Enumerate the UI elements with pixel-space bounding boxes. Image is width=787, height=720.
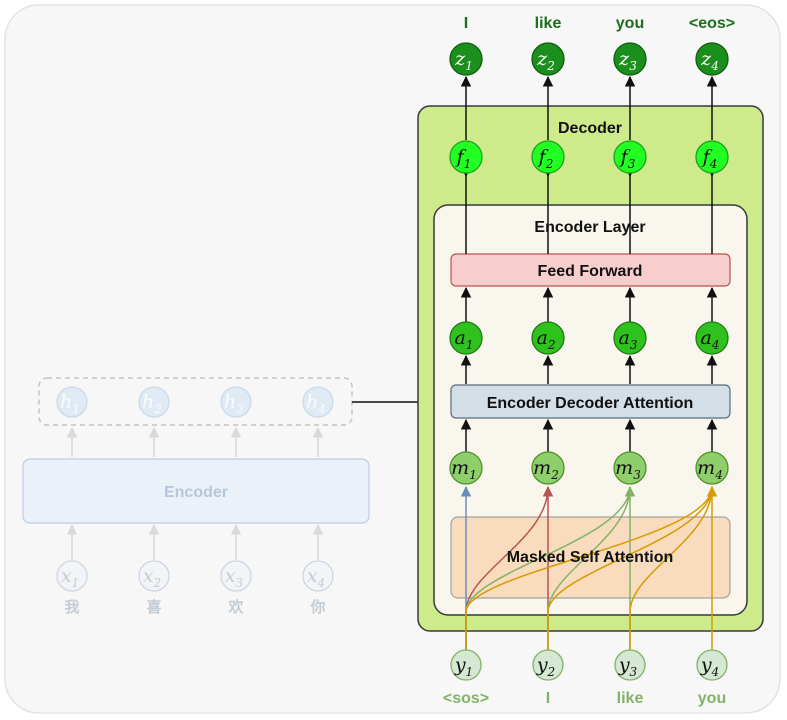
output-node-z2: z2 — [531, 42, 565, 76]
decoder-input-word-3: like — [617, 690, 644, 707]
encoder-layer-label: Encoder Layer — [534, 219, 645, 236]
masked-self-attention-block — [450, 516, 731, 599]
encoder-decoder-attention-label: Encoder Decoder Attention — [487, 395, 694, 412]
output-word-4: <eos> — [689, 15, 735, 32]
svg-text:z1: z1 — [454, 48, 473, 73]
decoder-input-node-y4: y4 — [696, 649, 728, 681]
svg-text:a2: a2 — [537, 327, 556, 352]
svg-text:f4: f4 — [701, 146, 718, 171]
decoder-input-node-y1: y1 — [450, 649, 482, 681]
mask-link-y2-to-m4 — [547, 486, 713, 650]
svg-text:h1: h1 — [60, 391, 80, 416]
encoder-arrows — [66, 426, 324, 560]
svg-text:x3: x3 — [225, 565, 244, 590]
svg-text:y2: y2 — [536, 654, 555, 679]
a-node-4: a4 — [695, 321, 729, 355]
masked-attention-connections — [460, 485, 718, 650]
svg-text:y3: y3 — [618, 654, 638, 679]
output-word-1: I — [464, 15, 468, 32]
encoder-section: Encoder x1 我 x2 喜 x3 欢 x4 你 h1 h2 h3 h4 — [22, 377, 370, 616]
encoder-input-node-x3: x3 — [220, 560, 252, 592]
encoder-input-node-x1: x1 — [56, 560, 88, 592]
a-node-3: a3 — [613, 321, 647, 355]
encoder-input-word-2: 喜 — [146, 598, 161, 616]
f-node-3: f3 — [613, 140, 647, 174]
decoder-arrows — [460, 75, 718, 452]
encoder-decoder-attention-block — [450, 384, 731, 419]
decoder-input-word-4: you — [698, 690, 726, 707]
svg-text:z2: z2 — [536, 48, 555, 73]
svg-text:a1: a1 — [455, 327, 474, 352]
svg-text:y4: y4 — [700, 654, 719, 679]
svg-text:m2: m2 — [533, 457, 559, 482]
m-node-1: m1 — [449, 451, 483, 485]
mask-link-y3-to-m4 — [629, 486, 713, 650]
svg-text:m4: m4 — [697, 457, 723, 482]
decoder-label: Decoder — [558, 120, 622, 137]
svg-text:h2: h2 — [142, 391, 162, 416]
encoder-hidden-node-h3: h3 — [220, 386, 252, 418]
m-node-2: m2 — [531, 451, 565, 485]
encoder-hidden-node-h2: h2 — [138, 386, 170, 418]
encoder-input-node-x4: x4 — [302, 560, 334, 592]
encoder-label: Encoder — [164, 484, 228, 501]
decoder-input-word-1: <sos> — [443, 690, 489, 707]
encoder-input-word-3: 欢 — [227, 598, 244, 616]
svg-text:m3: m3 — [615, 457, 641, 482]
f-node-4: f4 — [695, 140, 729, 174]
svg-text:m1: m1 — [451, 457, 477, 482]
output-node-z1: z1 — [449, 42, 483, 76]
encoder-block — [22, 458, 370, 524]
svg-text:x4: x4 — [307, 565, 325, 590]
svg-text:y1: y1 — [454, 654, 473, 679]
encoder-input-node-x2: x2 — [138, 560, 170, 592]
svg-text:x1: x1 — [61, 565, 79, 590]
svg-text:a4: a4 — [701, 327, 720, 352]
a-node-1: a1 — [449, 321, 483, 355]
mask-link-y1-to-m3 — [465, 486, 631, 650]
decoder-input-node-y3: y3 — [614, 649, 646, 681]
svg-text:z3: z3 — [618, 48, 637, 73]
encoder-input-word-1: 我 — [64, 598, 79, 616]
masked-self-attention-label: Masked Self Attention — [507, 549, 674, 566]
f-node-2: f2 — [531, 140, 565, 174]
svg-text:h3: h3 — [224, 391, 244, 416]
mask-link-y1-to-m4 — [465, 486, 713, 650]
decoder-input-word-2: I — [546, 690, 550, 707]
m-node-3: m3 — [613, 451, 647, 485]
svg-text:x2: x2 — [143, 565, 161, 590]
svg-text:z4: z4 — [700, 48, 719, 73]
encoder-input-word-4: 你 — [309, 598, 325, 616]
encoder-hidden-node-h1: h1 — [56, 386, 88, 418]
encoder-nodes: x1 我 x2 喜 x3 欢 x4 你 h1 h2 h3 h4 — [56, 386, 334, 616]
svg-text:f2: f2 — [537, 146, 554, 171]
feed-forward-block — [450, 253, 731, 287]
a-node-2: a2 — [531, 321, 565, 355]
svg-text:h4: h4 — [306, 391, 326, 416]
f-node-1: f1 — [449, 140, 483, 174]
output-word-3: you — [616, 15, 644, 32]
svg-text:f1: f1 — [455, 146, 472, 171]
decoder-input-node-y2: y2 — [532, 649, 564, 681]
feed-forward-label: Feed Forward — [538, 263, 643, 280]
svg-text:f3: f3 — [619, 146, 636, 171]
encoder-hidden-node-h4: h4 — [302, 386, 334, 418]
m-node-4: m4 — [695, 451, 729, 485]
output-word-2: like — [535, 15, 562, 32]
output-node-z4: z4 — [695, 42, 729, 76]
output-node-z3: z3 — [613, 42, 647, 76]
svg-text:a3: a3 — [619, 327, 638, 352]
